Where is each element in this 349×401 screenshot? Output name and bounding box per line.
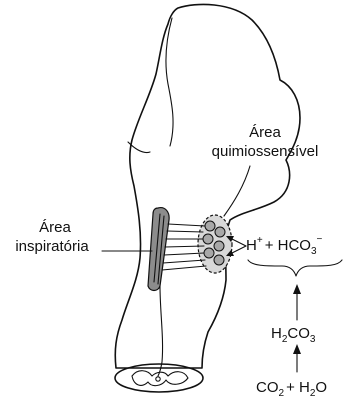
inspiratory-area <box>148 208 169 291</box>
ions-equation: H++ HCO3− <box>246 234 323 257</box>
hydrogen-ion: H <box>246 237 257 254</box>
receptor-cell <box>204 248 214 258</box>
fiber <box>167 231 203 232</box>
carbonic-acid: H2CO3 <box>271 325 316 345</box>
brainstem-outline <box>115 4 300 368</box>
bicarbonate-charge: − <box>317 234 323 245</box>
bicarbonate-subscript: 3 <box>311 246 317 257</box>
fiber <box>163 260 205 263</box>
chemosensitive-area-label: Área <box>249 124 281 141</box>
reactants-equation: CO2+ H2O <box>256 379 327 399</box>
arrowhead-up <box>293 344 301 354</box>
receptor-cell <box>214 241 224 251</box>
ions-brace <box>248 260 342 276</box>
inspiratory-area-label: Área <box>39 219 71 236</box>
fiber <box>164 253 204 255</box>
hydrogen-charge: + <box>257 235 263 246</box>
chemosensitive-zone <box>198 215 232 273</box>
receptor-cell <box>214 255 224 265</box>
bicarbonate: + HCO <box>265 237 311 254</box>
fiber <box>162 266 206 270</box>
arrowhead-up <box>293 284 301 294</box>
pons-fold-line <box>166 18 173 146</box>
receptor-cell <box>203 234 213 244</box>
inspiratory-area-label-line2: inspiratória <box>15 238 89 255</box>
receptor-cell <box>215 227 225 237</box>
receptor-cell <box>205 221 215 231</box>
chemosensitive-label-leader <box>224 166 250 216</box>
descending-fiber <box>158 286 163 376</box>
central-canal <box>156 377 160 381</box>
brainstem-body <box>115 4 300 368</box>
chemosensitive-area-label-line2: quimiossensível <box>212 143 319 160</box>
fiber <box>168 224 205 226</box>
